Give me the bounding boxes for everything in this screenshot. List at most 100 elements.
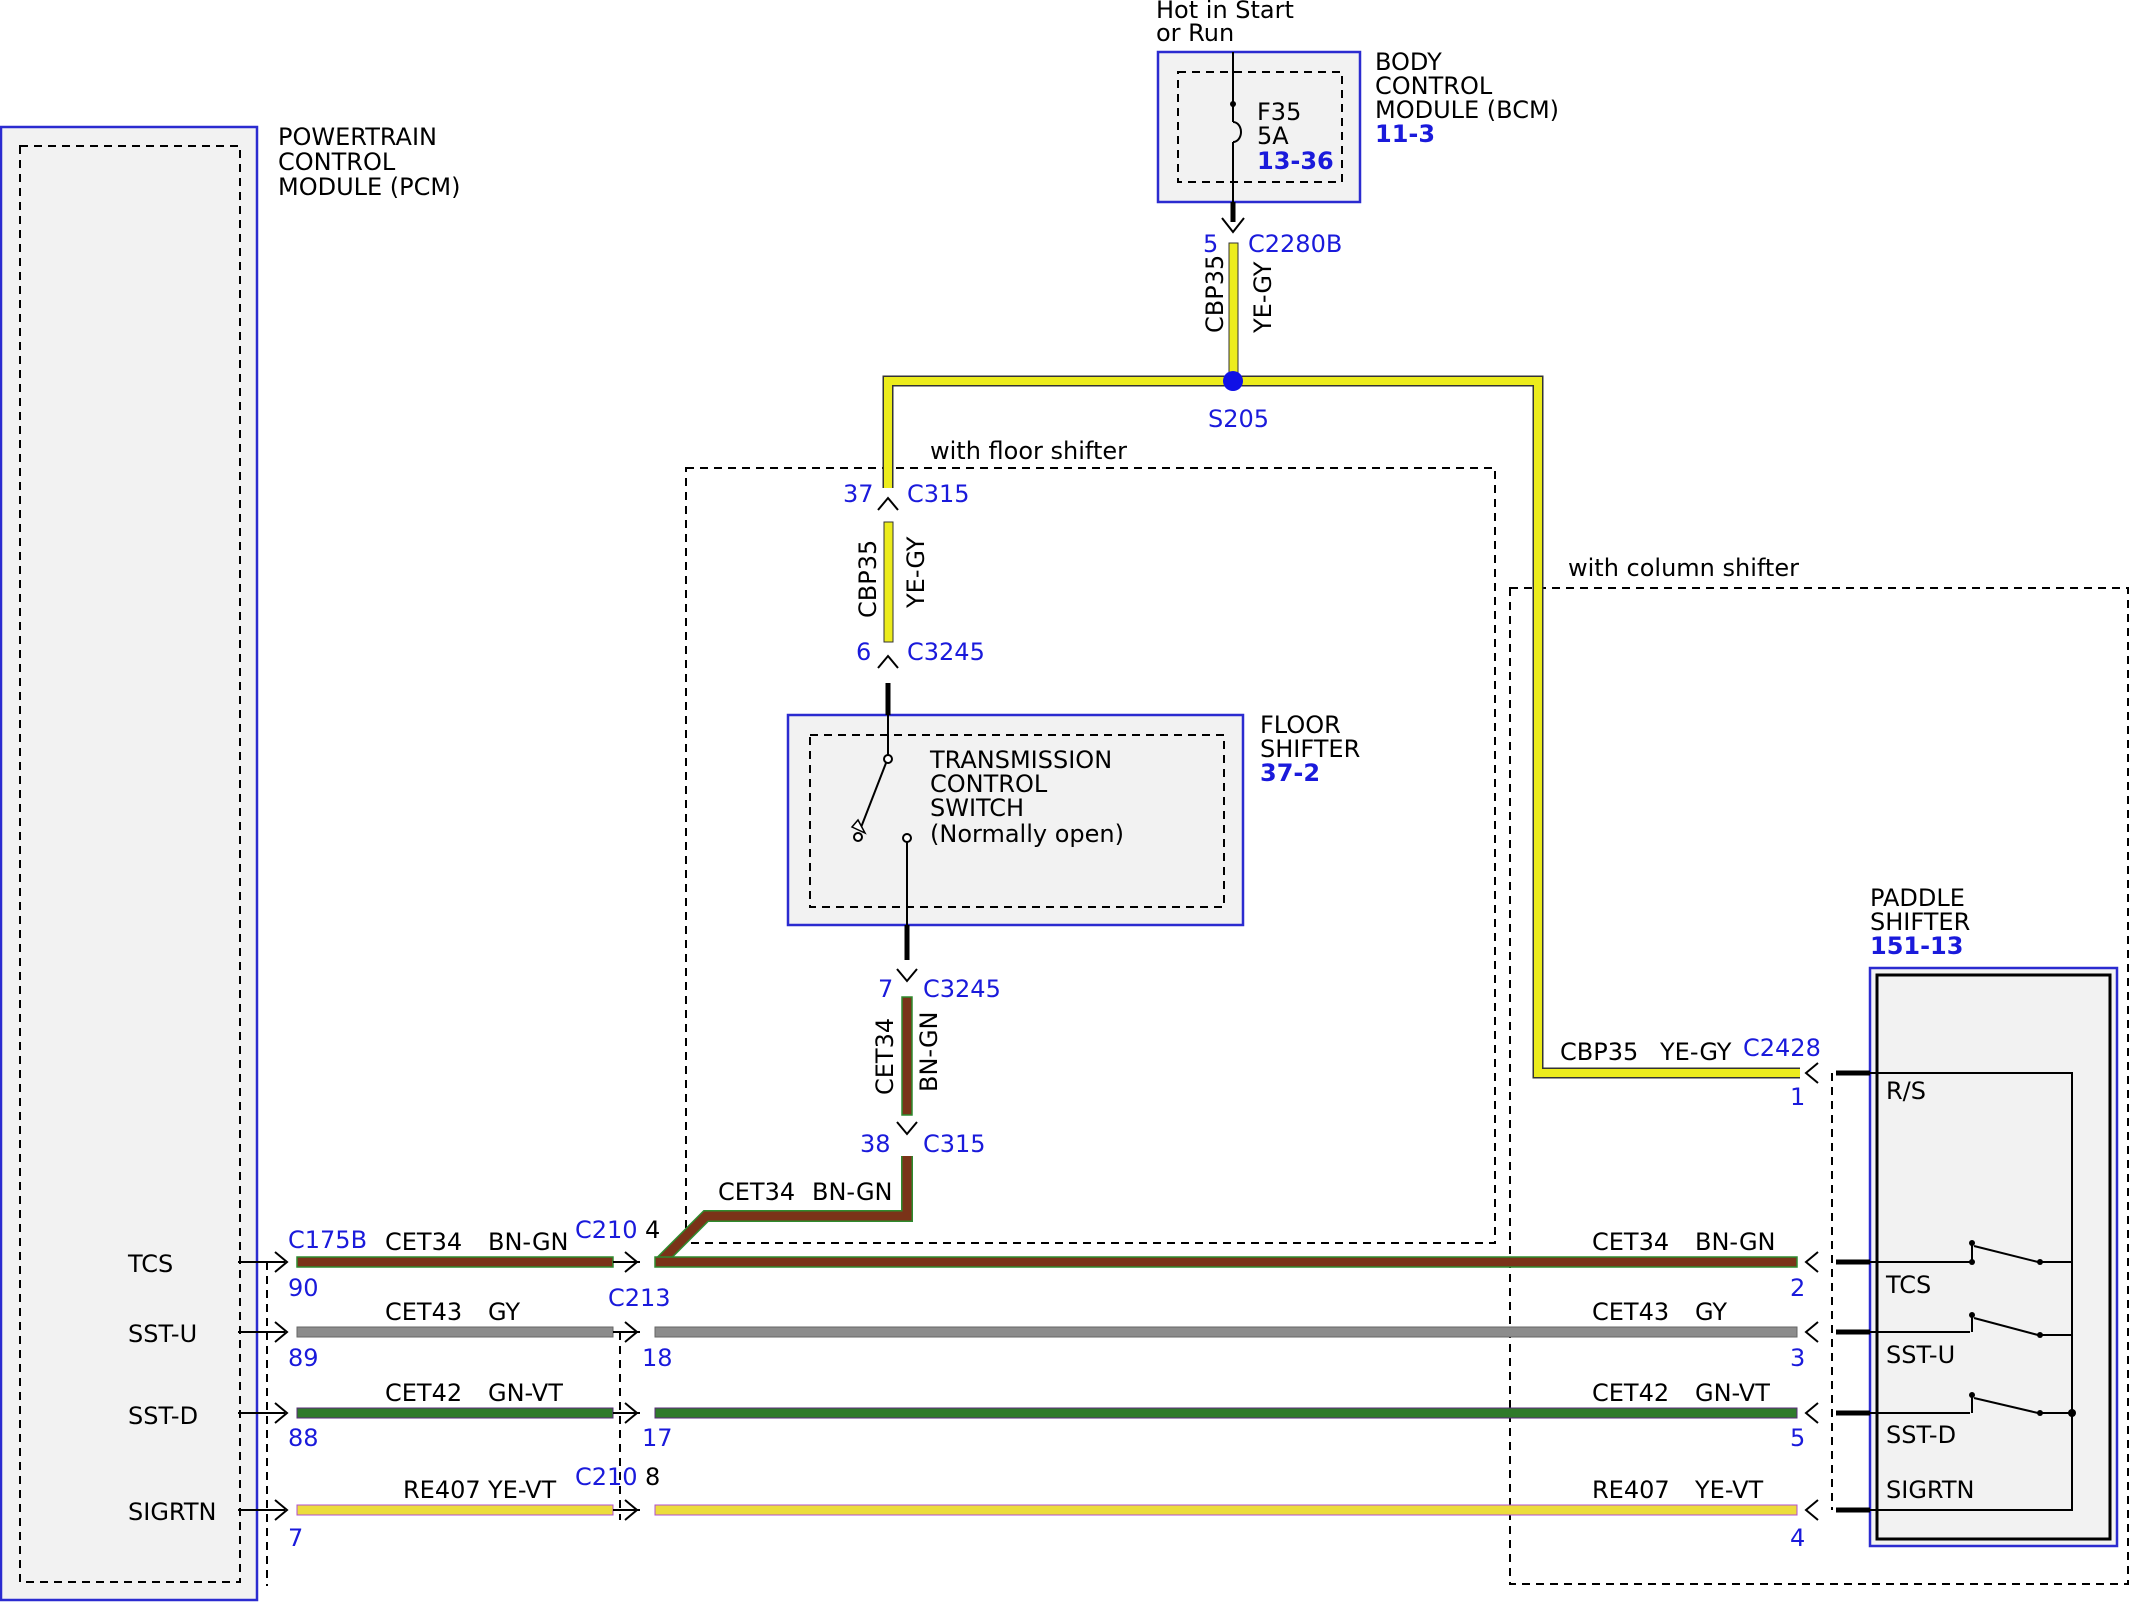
paddle-pin-tcs-name: TCS: [1885, 1271, 1931, 1299]
c213-pin-sstd: 17: [642, 1424, 673, 1452]
wire-re407-sig-right: [654, 1504, 1798, 1516]
c2280b-label[interactable]: C2280B: [1248, 230, 1342, 258]
wire-cet42-sstd-left-circuit: CET42: [385, 1379, 462, 1407]
wire-cet43-sstu-left-circuit: CET43: [385, 1298, 462, 1326]
c2428-sstu-connector-icon: [1804, 1321, 1819, 1343]
column-shifter-variant-box: [1509, 587, 2129, 1585]
wire-cbp35-floor-color: YE-GY: [902, 536, 930, 609]
c210-tcs-connector-icon: [624, 1251, 639, 1273]
fuse-symbol: [1232, 121, 1242, 143]
wire-cet34-tcs-left-circuit: CET34: [385, 1228, 462, 1256]
c210-label-b[interactable]: C210: [575, 1463, 638, 1491]
pcm-pin-sstd: 88: [288, 1424, 319, 1452]
bcm-inner: [1177, 71, 1343, 183]
wire-cet34-switch: [901, 996, 913, 1116]
wire-cet34-run-circuit: CET34: [718, 1178, 795, 1206]
floor-shifter-title-line2: SHIFTER: [1260, 735, 1360, 763]
c175b-sstu-connector-icon: [274, 1321, 289, 1343]
pcm-box: [0, 125, 259, 1602]
fuse-node: [1230, 101, 1236, 107]
paddle-sig-bus: [1870, 1413, 2073, 1511]
wire-cet43-sstu-right-circuit: CET43: [1592, 1298, 1669, 1326]
c2428-label[interactable]: C2428: [1743, 1034, 1821, 1062]
pcm-pin-tcs: 90: [288, 1274, 319, 1302]
paddle-pin-sigrtn-name: SIGRTN: [1886, 1476, 1974, 1504]
wire-cet34-run-outline: [655, 1156, 913, 1267]
c210-sig-connector-icon: [624, 1499, 639, 1521]
switch-blade-tip: [850, 818, 867, 835]
switch-contact-top: [883, 754, 893, 764]
wire-cet43-sstu-left: [296, 1326, 614, 1338]
bcm-title-line1: BODY: [1375, 48, 1442, 76]
bcm-ref[interactable]: 11-3: [1375, 120, 1435, 148]
paddle-shifter-title-line1: PADDLE: [1870, 884, 1965, 912]
floor-shifter-variant-box: [685, 467, 1496, 1244]
c2280b-connector-icon: [1221, 217, 1245, 234]
switch-contact-right: [902, 833, 912, 843]
c315-bottom-label[interactable]: C315: [923, 1130, 986, 1158]
c175b-tcs-connector-icon: [274, 1251, 289, 1273]
paddle-shifter-ref[interactable]: 151-13: [1870, 932, 1963, 960]
paddle-shifter-title-line2: SHIFTER: [1870, 908, 1970, 936]
paddle-pin-rs-name: R/S: [1886, 1077, 1926, 1105]
paddle-rs-bus: [1870, 1072, 2073, 1263]
splice-s205-label[interactable]: S205: [1208, 405, 1269, 433]
c213-sstd-connector-icon: [624, 1402, 639, 1424]
c213-sstu-connector-icon: [624, 1321, 639, 1343]
c3245-bottom-pin: 7: [878, 975, 893, 1003]
switch-contact-left: [853, 832, 863, 842]
c315-top-label[interactable]: C315: [907, 480, 970, 508]
c213-label[interactable]: C213: [608, 1284, 671, 1312]
floor-shifter-inner: [809, 734, 1225, 908]
fuse-ref[interactable]: 13-36: [1257, 147, 1334, 175]
c2428-rs-connector-icon: [1804, 1062, 1819, 1084]
wire-cbp35-bcm-color: YE-GY: [1249, 261, 1277, 334]
paddle-pin-rs: 1: [1790, 1083, 1805, 1111]
c210-label-a[interactable]: C210: [575, 1216, 638, 1244]
wire-cet42-sstd-right-color: GN-VT: [1695, 1379, 1770, 1407]
pcm-pin-sigrtn: 7: [288, 1524, 303, 1552]
c213-pin-sstu: 18: [642, 1344, 673, 1372]
floor-shifter-variant-label: with floor shifter: [930, 437, 1127, 465]
wire-cet34-switch-circuit: CET34: [871, 1018, 899, 1095]
c3245-bottom-label[interactable]: C3245: [923, 975, 1001, 1003]
wire-cet42-sstd-right-circuit: CET42: [1592, 1379, 1669, 1407]
wire-re407-sig-right-circuit: RE407: [1592, 1476, 1670, 1504]
wire-cbp35-floor-circuit: CBP35: [854, 540, 882, 618]
wire-cbp35-floor: [883, 521, 894, 643]
paddle-shifter-internals: R/S TCS SST-U SST-D SIGRTN: [1870, 1072, 2076, 1511]
wire-cet34-run-color: BN-GN: [812, 1178, 893, 1206]
wire-cbp35-bcm: [1228, 242, 1239, 384]
splice-s205-dot[interactable]: [1223, 371, 1243, 391]
c3245-top-pin: 6: [856, 638, 871, 666]
pcm-pin-sstd-name: SST-D: [128, 1402, 198, 1430]
wire-re407-sig-left-color: YE-VT: [487, 1476, 556, 1504]
paddle-sstu-blade: [1973, 1317, 2039, 1336]
pcm-pin-tcs-name: TCS: [127, 1250, 173, 1278]
c3245-top-label[interactable]: C3245: [907, 638, 985, 666]
wire-cet42-sstd-left-color: GN-VT: [488, 1379, 563, 1407]
fuse-rating: 5A: [1257, 122, 1289, 150]
wire-cet34-run: [656, 1156, 912, 1266]
fuse-label: F35: [1257, 98, 1301, 126]
row-sigrtn: SIGRTN 7 RE407 YE-VT C210 8 RE407 YE-VT …: [128, 1463, 1805, 1552]
paddle-tcs-contact-b: [2037, 1259, 2043, 1265]
c315-bottom-connector-icon: [896, 1121, 918, 1136]
wire-cet42-sstd-right: [654, 1407, 1798, 1419]
pcm-inner: [19, 145, 241, 1583]
or-run-label: or Run: [1156, 19, 1234, 47]
paddle-pin-tcs: 2: [1790, 1274, 1805, 1302]
pcm-pin-sstu: 89: [288, 1344, 319, 1372]
c315-top-connector-icon: [877, 496, 899, 511]
pcm-pin-sstu-name: SST-U: [128, 1320, 197, 1348]
wire-cbp35-feed: [884, 377, 1800, 1077]
c175b-label[interactable]: C175B: [288, 1226, 367, 1254]
wire-cet34-tcs-right-circuit: CET34: [1592, 1228, 1669, 1256]
c210-pin-b: 8: [645, 1463, 660, 1491]
floor-shifter-ref[interactable]: 37-2: [1260, 759, 1320, 787]
wire-cet42-sstd-left: [296, 1407, 614, 1419]
wire-cet34-tcs-left: [296, 1256, 614, 1268]
paddle-pin-sstd: 5: [1790, 1424, 1805, 1452]
c2428-sstd-connector-icon: [1804, 1402, 1819, 1424]
